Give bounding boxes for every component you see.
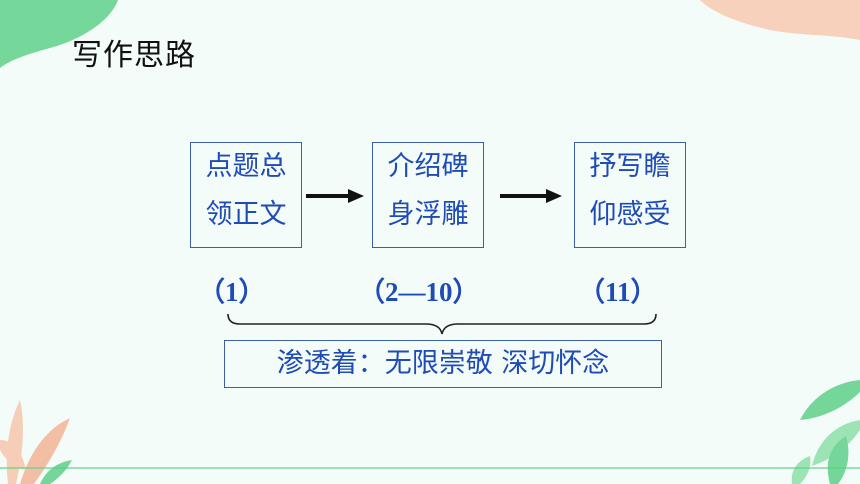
flow-box-2: 介绍碑 身浮雕 <box>372 142 484 248</box>
paragraph-label-1: （1） <box>198 277 266 307</box>
flow-box-1-line-1: 点题总 <box>205 151 287 182</box>
curly-brace-icon <box>227 313 657 335</box>
leaf-icon <box>0 0 118 68</box>
flow-box-3: 抒写瞻 仰感受 <box>574 142 686 248</box>
flow-box-2-line-2: 身浮雕 <box>387 199 469 230</box>
flow-box-3-line-1: 抒写瞻 <box>589 151 671 182</box>
leaf-icon <box>0 400 72 484</box>
paragraph-label-3: （11） <box>578 277 658 307</box>
flow-box-1: 点题总 领正文 <box>190 142 302 248</box>
flow-box-3-line-2: 仰感受 <box>589 199 671 230</box>
flow-box-2-line-1: 介绍碑 <box>387 151 469 182</box>
leaf-icon <box>791 380 860 484</box>
flow-box-1-line-2: 领正文 <box>205 199 287 230</box>
blob-peach-top <box>700 0 860 40</box>
page-title: 写作思路 <box>72 38 196 73</box>
summary-box: 渗透着：无限崇敬 深切怀念 <box>224 340 662 388</box>
paragraph-label-2: （2—10） <box>358 277 480 307</box>
arrow-right-icon <box>306 189 364 203</box>
arrow-right-icon <box>500 189 562 203</box>
